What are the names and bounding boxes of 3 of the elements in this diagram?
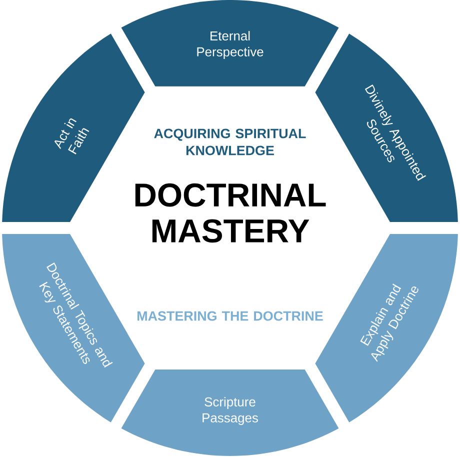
ring-segment: Scripture Passages [121, 370, 339, 456]
ring-segment: Eternal Perspective [121, 0, 339, 86]
section-heading: ACQUIRING SPIRITUAL KNOWLEDGE [154, 128, 306, 156]
